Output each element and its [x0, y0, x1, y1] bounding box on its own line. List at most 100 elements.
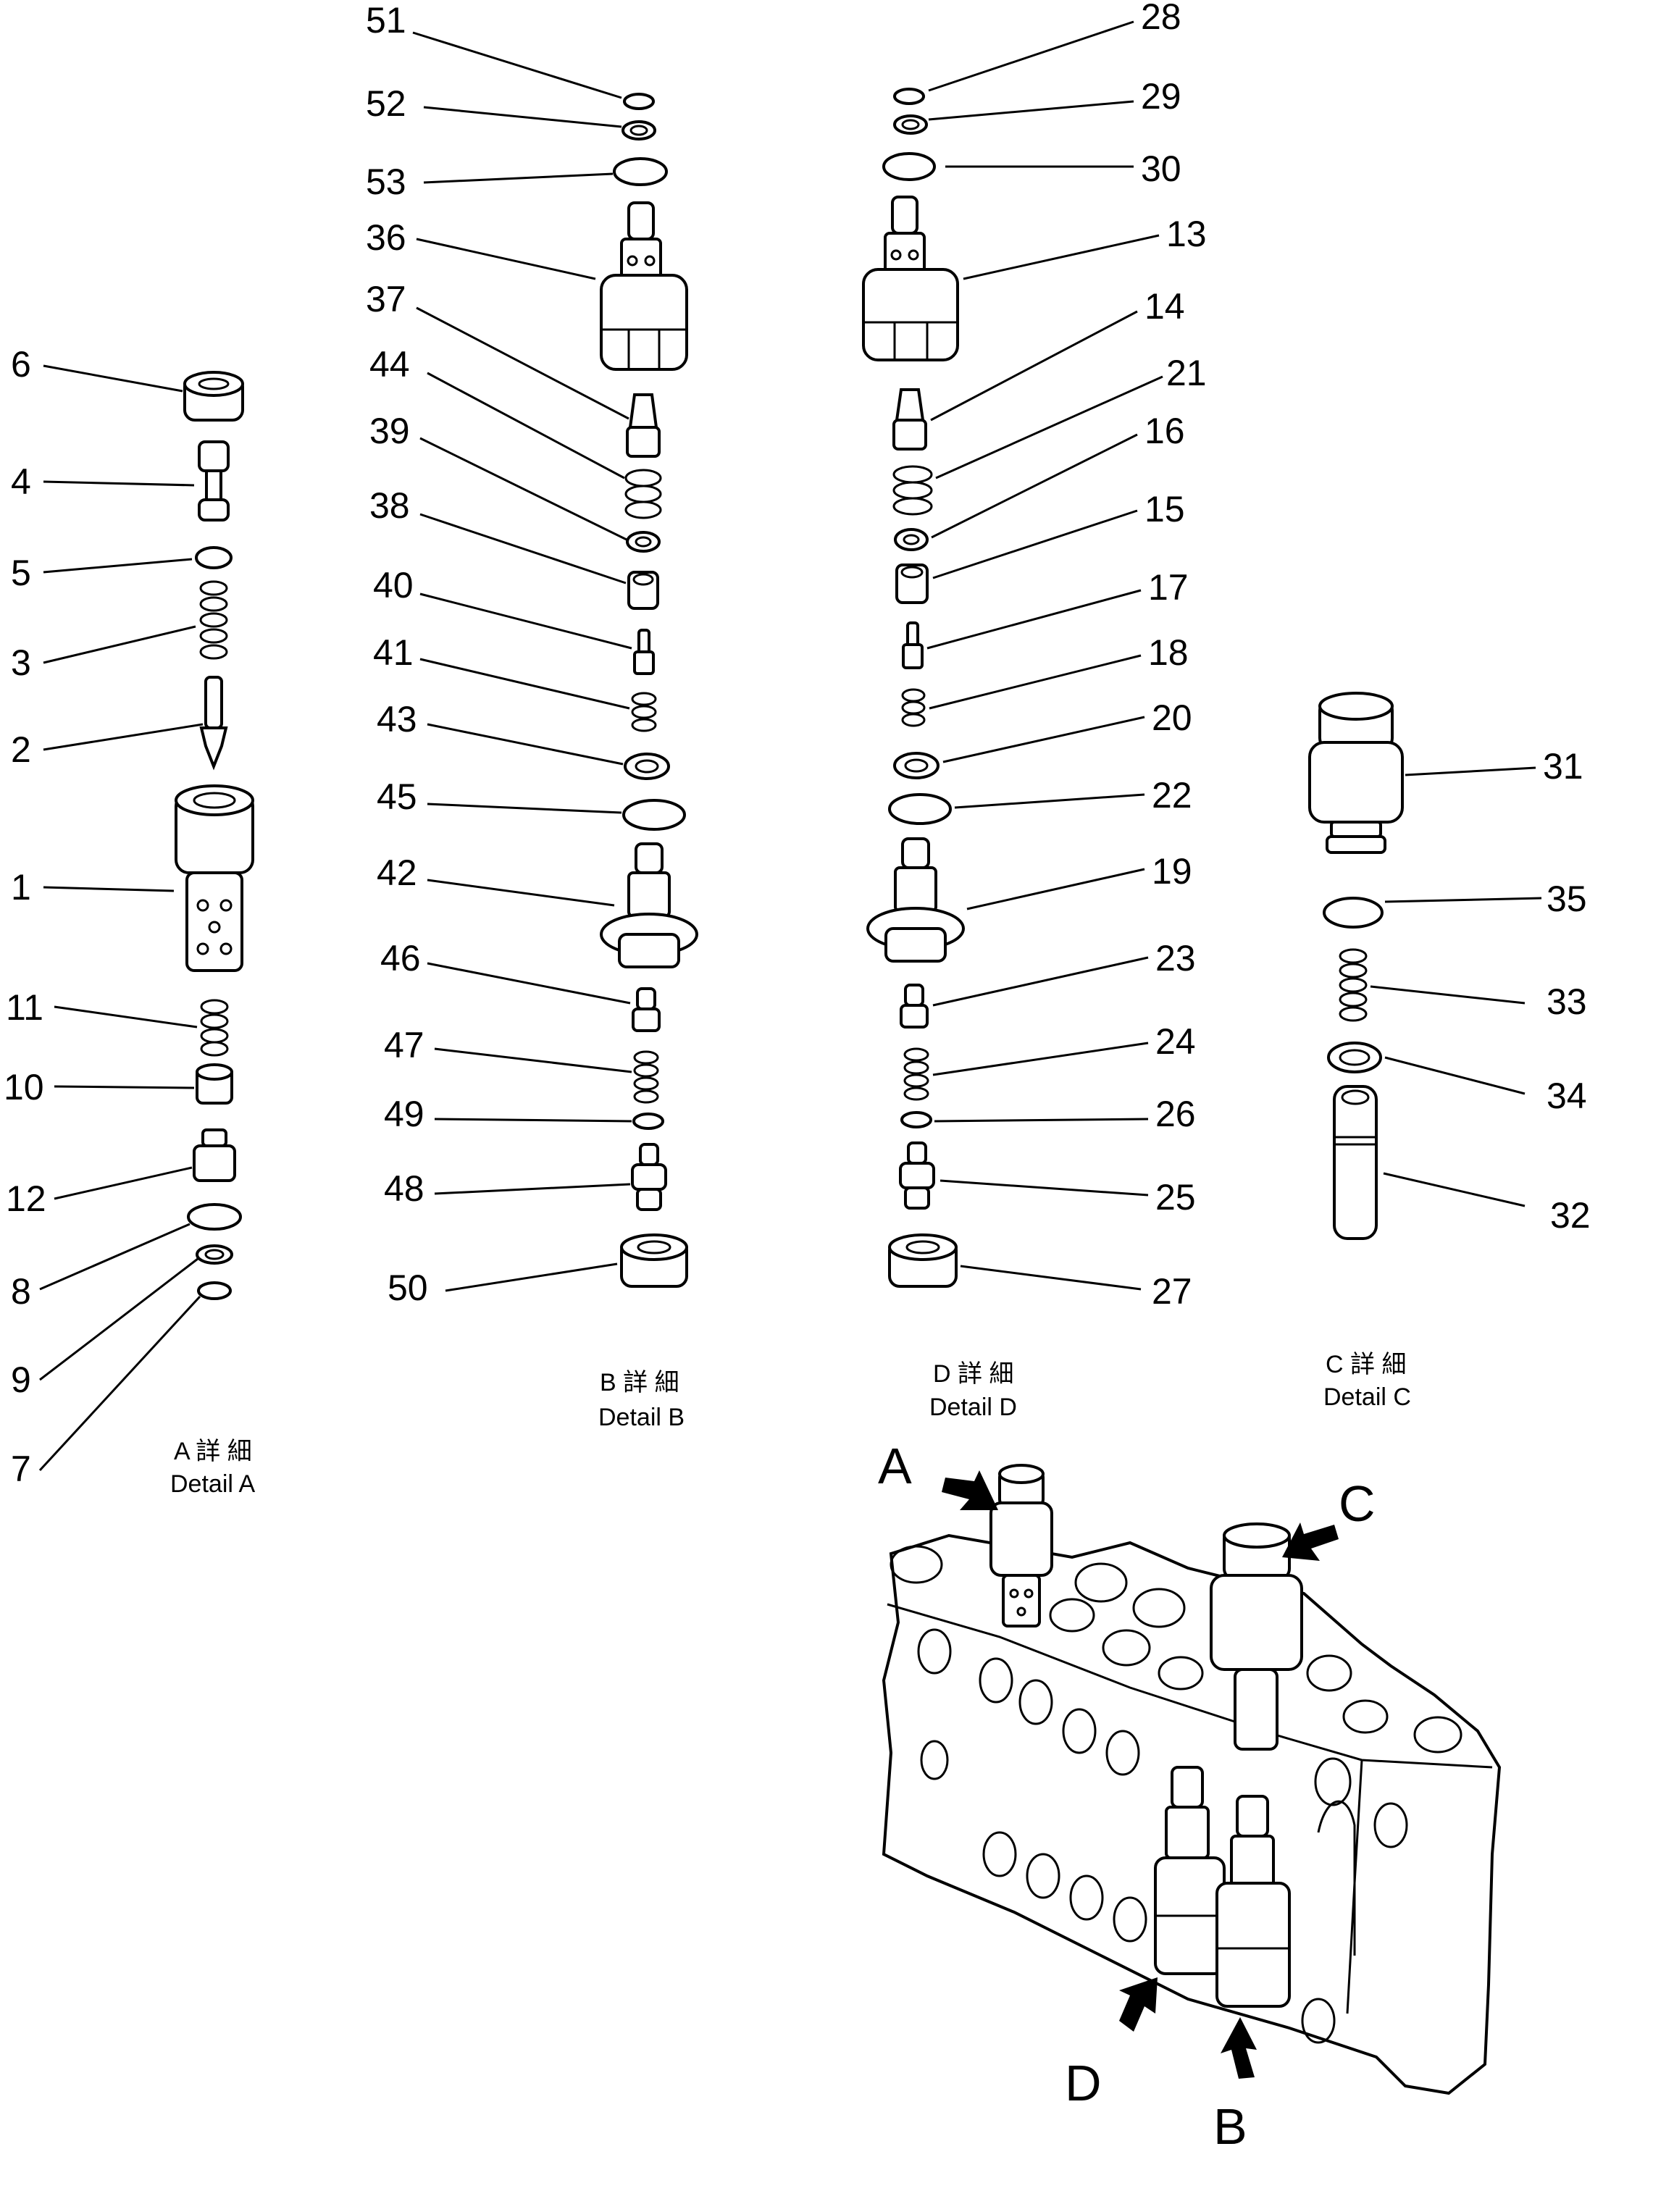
part-34-washer	[1327, 1042, 1382, 1073]
callout-43: 43	[377, 699, 417, 740]
callout-23: 23	[1155, 938, 1196, 979]
detail-d-caption-en: Detail D	[929, 1394, 1017, 1421]
callout-25: 25	[1155, 1177, 1196, 1218]
part-40-pin	[633, 629, 655, 675]
part-35-oring	[1323, 897, 1384, 929]
detail-d-caption-jp: D 詳 細	[933, 1360, 1013, 1388]
part-30-oring	[882, 152, 936, 181]
part-15-seat	[895, 564, 929, 604]
detail-a-caption-jp: A 詳 細	[174, 1438, 252, 1465]
callout-33: 33	[1547, 981, 1587, 1022]
assembly-valve-b	[1215, 1795, 1291, 2008]
callout-39: 39	[369, 411, 410, 451]
callout-8: 8	[11, 1271, 31, 1312]
detail-c-caption-jp: C 詳 細	[1326, 1351, 1406, 1378]
part-38-seat	[627, 571, 659, 610]
part-48-plug	[631, 1143, 667, 1211]
assembly-valve-d	[1154, 1766, 1226, 1975]
callout-49: 49	[384, 1094, 424, 1134]
callout-6: 6	[11, 344, 31, 385]
part-6-nut	[183, 371, 244, 422]
part-47-spring	[633, 1050, 659, 1104]
part-21-spring	[892, 465, 933, 516]
part-42-valve-seat	[600, 842, 698, 968]
callout-52: 52	[366, 83, 406, 124]
callout-50: 50	[388, 1268, 428, 1308]
part-22-oring	[888, 793, 952, 825]
callout-37: 37	[366, 279, 406, 319]
pointer-label-c: C	[1339, 1475, 1376, 1532]
part-26-oring	[900, 1111, 932, 1128]
callout-46: 46	[380, 938, 421, 979]
callout-20: 20	[1152, 697, 1192, 738]
callout-12: 12	[6, 1178, 46, 1219]
callout-45: 45	[377, 776, 417, 817]
assembly-valve-a	[989, 1464, 1053, 1627]
part-14-poppet	[892, 388, 927, 451]
callout-22: 22	[1152, 775, 1192, 816]
callout-5: 5	[11, 553, 31, 593]
callout-7: 7	[11, 1449, 31, 1489]
part-13-valve-body	[862, 196, 959, 361]
callout-18: 18	[1148, 632, 1189, 673]
part-41-spring	[631, 692, 657, 732]
part-5-oring	[195, 546, 233, 569]
callout-15: 15	[1144, 489, 1185, 529]
callout-19: 19	[1152, 851, 1192, 892]
callout-9: 9	[11, 1360, 31, 1400]
callout-48: 48	[384, 1168, 424, 1209]
part-37-poppet	[626, 393, 661, 458]
assembly-valve-c	[1210, 1522, 1303, 1751]
callout-26: 26	[1155, 1094, 1196, 1134]
callout-53: 53	[366, 162, 406, 202]
detail-b-caption-jp: B 詳 細	[600, 1369, 679, 1396]
callout-4: 4	[11, 461, 31, 502]
detail-d-group: 28 29 30 13 14 21 16 15 17 18 20 22 19 2…	[862, 0, 1207, 1421]
detail-a-caption-en: Detail A	[170, 1470, 255, 1498]
detail-b-caption-en: Detail B	[598, 1404, 685, 1431]
detail-a-group: 6 4 5 3 2 1 11 10 12 8 9 7 A 詳 細 Detail …	[4, 344, 255, 1498]
part-53-oring	[613, 157, 668, 186]
callout-21: 21	[1166, 353, 1207, 393]
callout-36: 36	[366, 217, 406, 258]
part-4-piston	[198, 440, 230, 521]
callout-42: 42	[377, 852, 417, 893]
callout-11: 11	[6, 987, 43, 1028]
part-2-poppet	[199, 676, 228, 771]
part-9-washer	[196, 1244, 233, 1265]
callout-34: 34	[1547, 1076, 1587, 1116]
part-17-pin	[902, 621, 924, 669]
part-28-oring	[893, 88, 925, 105]
pointer-label-a: A	[878, 1438, 912, 1494]
pointer-label-b: B	[1213, 2098, 1247, 2155]
part-20-washer	[893, 752, 940, 779]
part-50-nut	[620, 1233, 688, 1288]
callout-24: 24	[1155, 1021, 1196, 1062]
part-16-washer	[894, 528, 929, 551]
pointer-arrow-b	[1221, 2017, 1257, 2079]
callout-38: 38	[369, 485, 410, 526]
callout-40: 40	[373, 565, 414, 606]
callout-28: 28	[1141, 0, 1181, 37]
part-8-oring	[187, 1203, 242, 1231]
pointer-label-d: D	[1065, 2055, 1102, 2111]
part-24-spring	[903, 1047, 929, 1101]
detail-c-group: 31 35 33 34 32 C 詳 細 Detail C	[1308, 692, 1591, 1411]
part-10-spacer	[196, 1063, 233, 1105]
callout-47: 47	[384, 1025, 424, 1065]
part-36-valve-body	[600, 201, 688, 371]
part-18-spring	[901, 688, 926, 727]
callout-2: 2	[11, 729, 31, 770]
part-23-poppet	[900, 984, 929, 1029]
part-52-washer	[622, 120, 656, 141]
part-45-oring	[622, 799, 686, 831]
part-19-valve-seat	[866, 837, 965, 963]
part-44-spring	[624, 469, 662, 519]
valve-assembly: A C D B	[878, 1438, 1502, 2155]
callout-14: 14	[1144, 286, 1185, 327]
detail-b-group: 51 52 53 36 37 44 39 38 40 41 43 45 42 4…	[366, 0, 698, 1431]
callout-35: 35	[1547, 879, 1587, 919]
callout-16: 16	[1144, 411, 1185, 451]
part-27-nut	[888, 1233, 958, 1288]
part-31-cap	[1308, 692, 1404, 854]
